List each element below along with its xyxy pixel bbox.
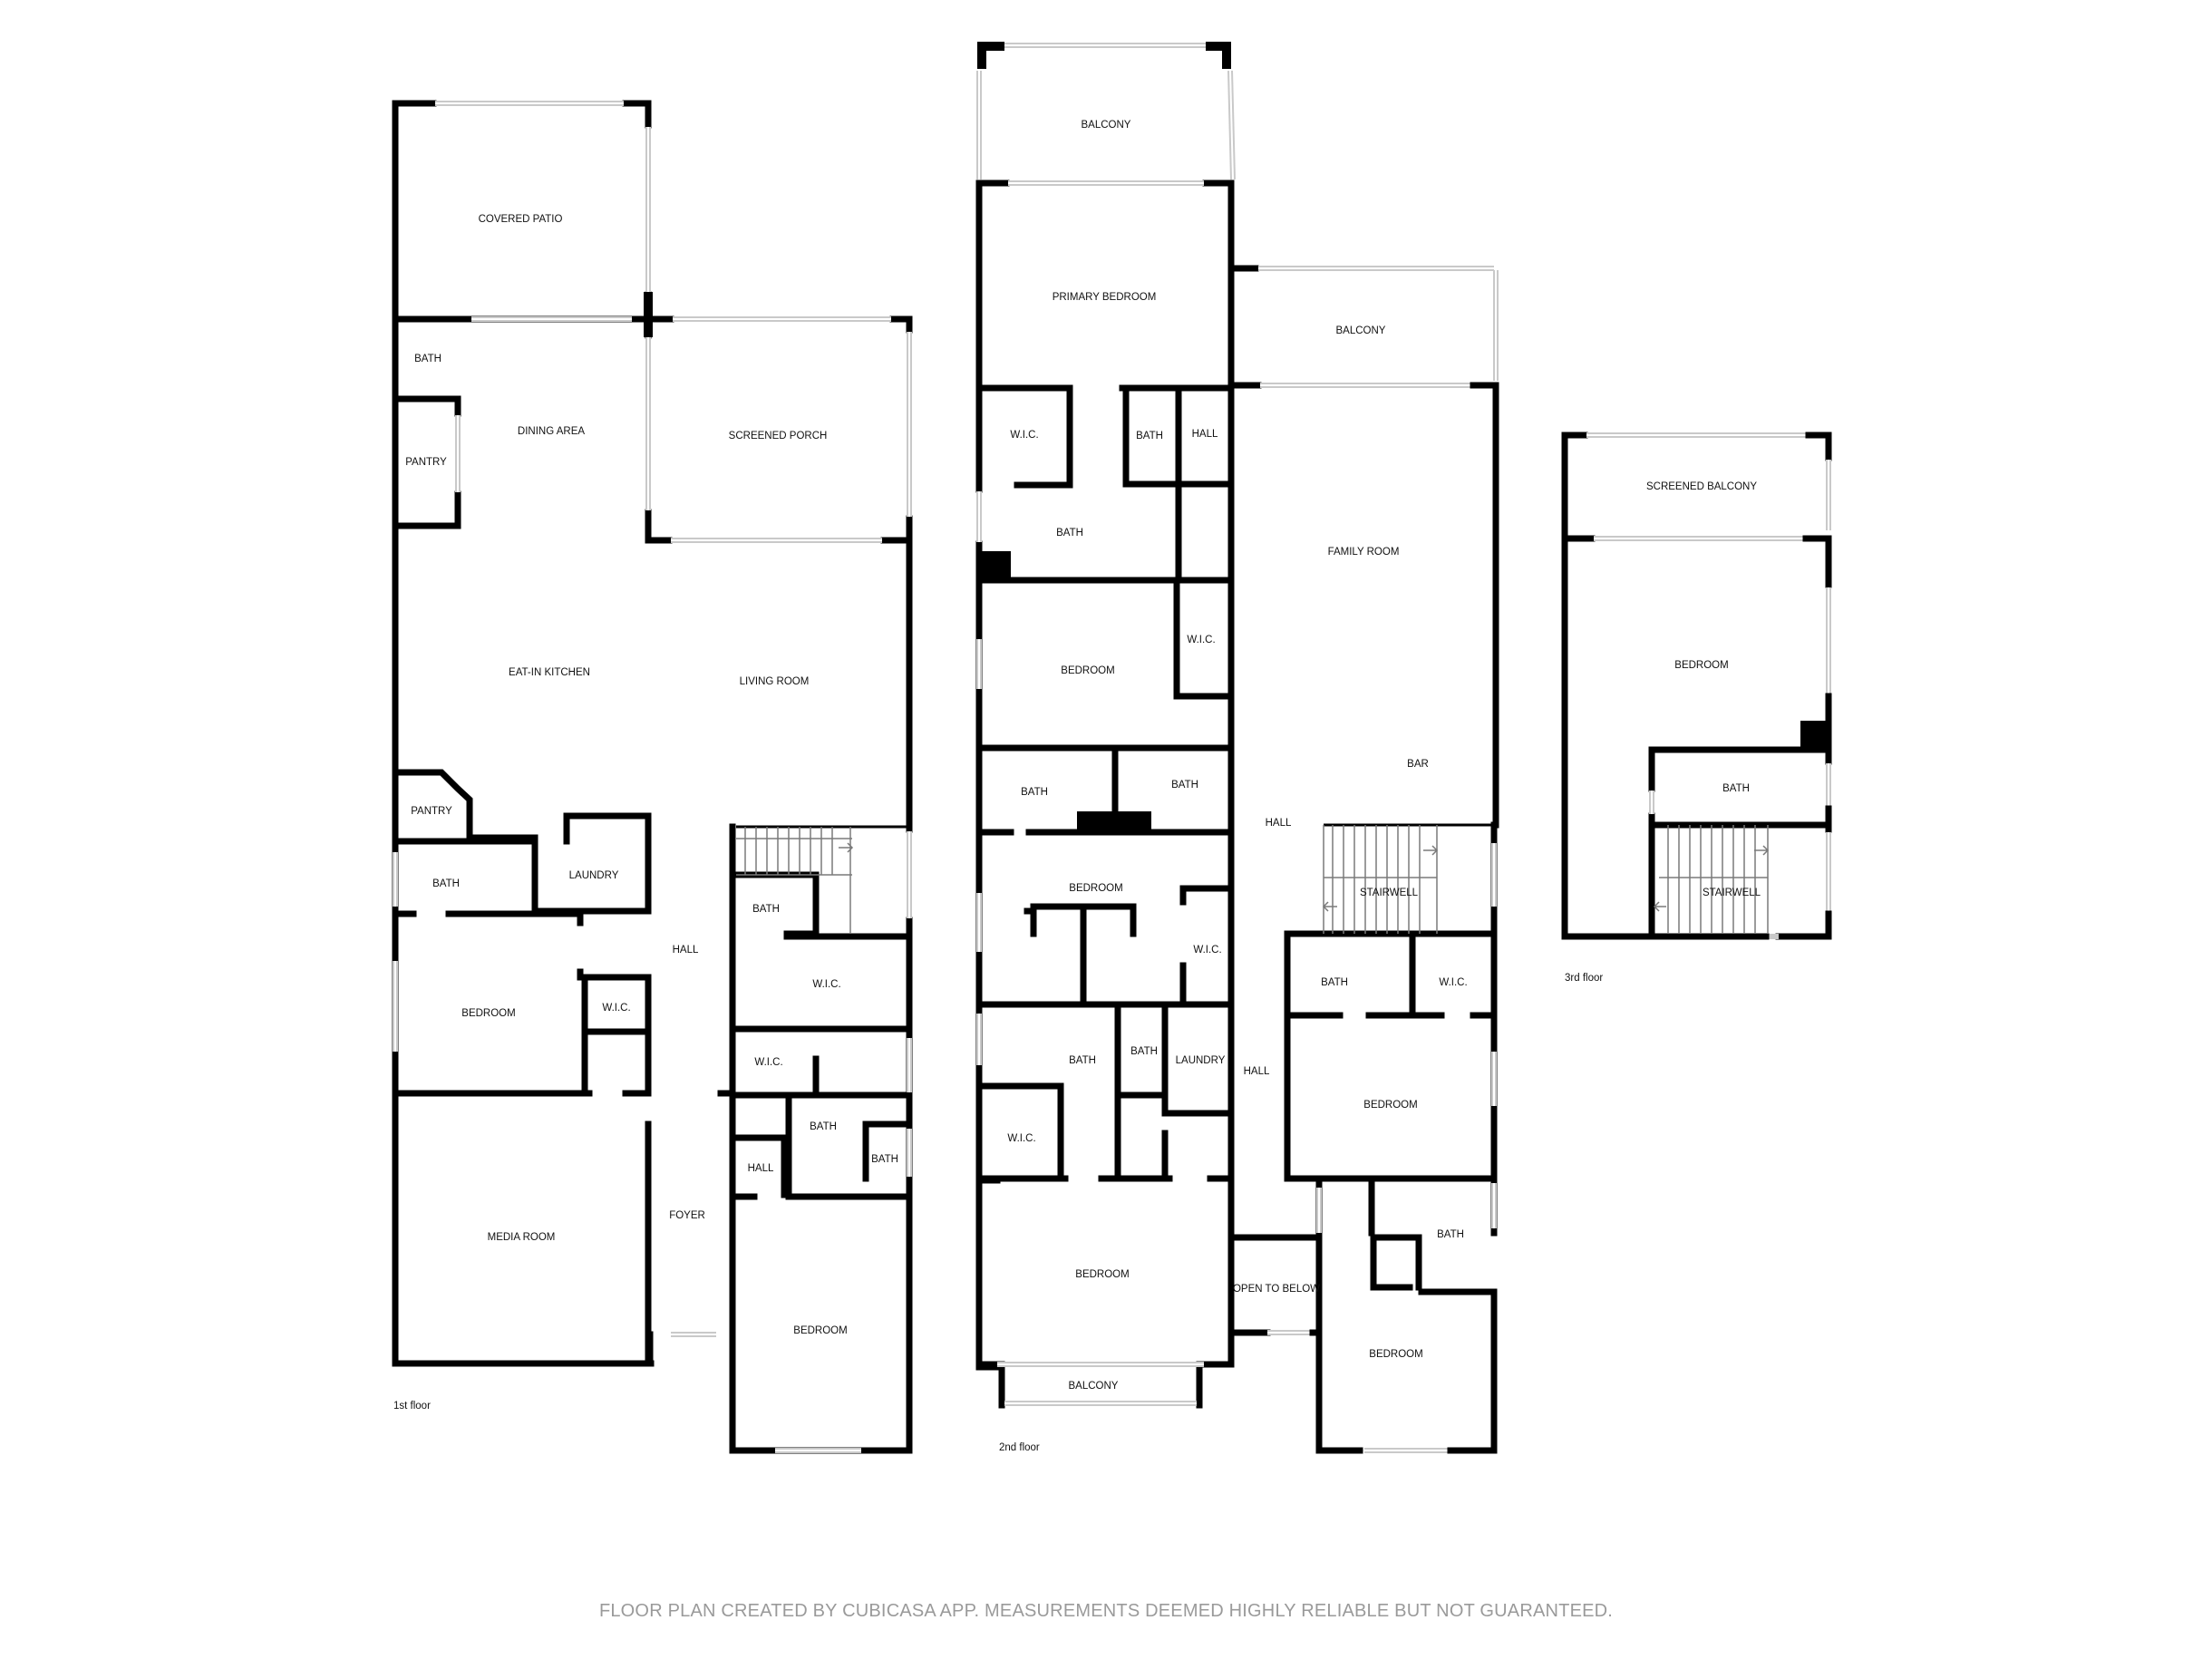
room-stairwell-2: STAIRWELL (1360, 888, 1419, 898)
second-floor-plan: BALCONY PRIMARY BEDROOM BALCONY W.I.C. B… (975, 42, 1499, 1454)
room-balcony-right: BALCONY (1336, 325, 1386, 336)
room-wic-small: W.I.C. (754, 1057, 782, 1068)
room-bath-stair: BATH (752, 904, 780, 915)
room-dining-area: DINING AREA (518, 426, 585, 437)
room-family-room: FAMILY ROOM (1328, 547, 1400, 558)
room-hall-small: HALL (748, 1163, 774, 1174)
second-floor-stairs (1322, 823, 1494, 934)
room-hall: HALL (673, 945, 699, 956)
floor-label-second: 2nd floor (999, 1442, 1040, 1453)
room-bath-e: BATH (1069, 1055, 1096, 1066)
room-bedroom-3: BEDROOM (1674, 660, 1728, 671)
room-hall-small-2: HALL (1192, 429, 1218, 440)
room-eat-in-kitchen: EAT-IN KITCHEN (509, 667, 590, 678)
room-covered-patio: COVERED PATIO (479, 214, 563, 225)
room-living-room: LIVING ROOM (740, 676, 810, 687)
room-balcony-bottom: BALCONY (1069, 1381, 1119, 1392)
room-bath-c: BATH (1171, 780, 1198, 791)
room-bath-d: BATH (1321, 977, 1348, 988)
room-bedroom-e: BEDROOM (1369, 1349, 1422, 1360)
room-open-to-below: OPEN TO BELOW (1233, 1284, 1320, 1295)
third-floor-plan: SCREENED BALCONY BEDROOM BATH STAIRWELL … (1561, 432, 1832, 984)
room-bath-top: BATH (414, 354, 441, 364)
room-wic-a: W.I.C. (1187, 635, 1215, 645)
room-wic-b: W.I.C. (1193, 945, 1221, 956)
room-bar: BAR (1407, 759, 1429, 770)
room-primary-bedroom: PRIMARY BEDROOM (1053, 292, 1157, 303)
room-wic-primary: W.I.C. (1010, 430, 1038, 441)
floor-label-third: 3rd floor (1565, 973, 1603, 984)
room-bath-mid: BATH (432, 878, 460, 889)
room-wic-d: W.I.C. (1007, 1133, 1035, 1144)
room-bedroom-b: BEDROOM (1069, 883, 1122, 894)
room-screened-porch: SCREENED PORCH (729, 431, 828, 441)
room-media-room: MEDIA ROOM (488, 1232, 556, 1243)
floor-label-first: 1st floor (393, 1401, 431, 1412)
room-bath-small-2: BATH (1136, 431, 1163, 441)
room-bedroom-a: BEDROOM (1061, 665, 1114, 676)
room-wic-c: W.I.C. (1439, 977, 1467, 988)
room-bedroom-c: BEDROOM (1363, 1100, 1417, 1111)
room-stairwell-3: STAIRWELL (1703, 888, 1761, 898)
room-laundry: LAUNDRY (569, 870, 619, 881)
first-floor-plan: COVERED PATIO BATH DINING AREA SCREENED … (392, 100, 913, 1454)
room-pantry-top: PANTRY (405, 457, 447, 468)
room-bath-primary: BATH (1056, 528, 1083, 538)
room-bedroom-left: BEDROOM (461, 1008, 515, 1019)
disclaimer-footer: FLOOR PLAN CREATED BY CUBICASA APP. MEAS… (598, 1601, 1614, 1621)
room-screened-balcony: SCREENED BALCONY (1646, 481, 1757, 492)
room-bath-g: BATH (1437, 1229, 1464, 1240)
room-wic-left: W.I.C. (602, 1003, 630, 1014)
room-laundry-2: LAUNDRY (1176, 1055, 1226, 1066)
room-bedroom-bottom: BEDROOM (793, 1325, 847, 1336)
room-bath-3: BATH (1722, 783, 1750, 794)
room-balcony-top: BALCONY (1082, 120, 1131, 131)
first-floor-stairs (736, 825, 909, 934)
room-foyer: FOYER (669, 1210, 705, 1221)
room-wic-right: W.I.C. (812, 979, 840, 990)
room-bath-f: BATH (1130, 1046, 1158, 1057)
room-bath-b: BATH (1021, 787, 1048, 798)
room-bath-right: BATH (810, 1121, 837, 1132)
room-pantry-mid: PANTRY (411, 806, 452, 817)
room-hall-2: HALL (1266, 818, 1292, 829)
room-hall-lower: HALL (1244, 1066, 1270, 1077)
room-bedroom-d: BEDROOM (1075, 1269, 1129, 1280)
room-bath-small: BATH (871, 1154, 898, 1165)
third-floor-stairs (1653, 825, 1770, 934)
